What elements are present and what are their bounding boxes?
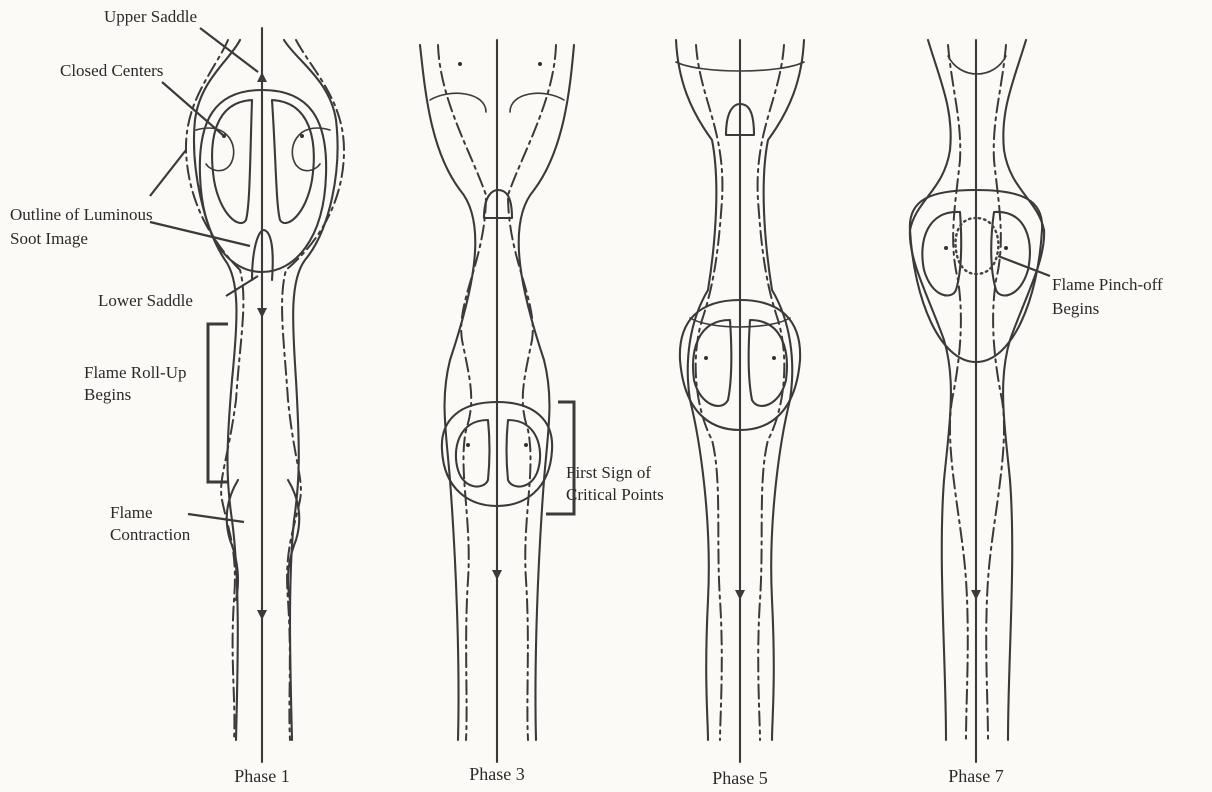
outline-leader-top [150, 150, 186, 196]
label-closed-centers: Closed Centers [60, 61, 163, 80]
phase-3-arrow [492, 570, 502, 580]
phase-1-arrow-mid [257, 610, 267, 620]
caption-phase-7: Phase 7 [948, 766, 1004, 786]
phase-5-left-center [704, 356, 708, 360]
phase-5-panel [676, 40, 804, 762]
upper-saddle-leader [200, 28, 258, 72]
phase-1-right-center [300, 134, 304, 138]
phase-5-left-streamline [676, 40, 716, 740]
phase-7-right-center [1004, 246, 1008, 250]
phase-3-upper-left-center [458, 62, 462, 66]
phase-3-lower-right-center [524, 443, 528, 447]
phase-5-right-streamline [764, 40, 804, 740]
phase-7-arrow [971, 590, 981, 600]
pinch-off-leader [998, 256, 1050, 276]
phase-5-left-vortex [693, 320, 731, 406]
label-critical-line2: Critical Points [566, 485, 664, 504]
contraction-leader [188, 514, 244, 522]
phase-1-arrow-down [257, 308, 267, 318]
phase-7-left-streamline [910, 40, 951, 740]
phase-3-upper-right-center [538, 62, 542, 66]
label-pinch-line1: Flame Pinch-off [1052, 275, 1163, 294]
phase-1-right-vortex [272, 100, 314, 223]
phase-3-lower-left-center [466, 443, 470, 447]
phase-1-arrow-up [257, 72, 267, 82]
phase-5-arrow [735, 590, 745, 600]
outline-leader-bottom [150, 222, 250, 246]
phase-3-lower-right-vortex [507, 420, 541, 487]
label-contraction-line2: Contraction [110, 525, 191, 544]
label-critical-line1: First Sign of [566, 463, 651, 482]
label-contraction-line1: Flame [110, 503, 153, 522]
phase-7-left-vortex [922, 212, 961, 296]
phase-1-panel [186, 28, 344, 762]
label-outline-line1: Outline of Luminous [10, 205, 153, 224]
phase-5-right-center [772, 356, 776, 360]
phase-5-right-vortex [749, 320, 787, 406]
label-lower-saddle: Lower Saddle [98, 291, 193, 310]
label-rollup-line1: Flame Roll-Up [84, 363, 186, 382]
phase-3-upper-left-arc [430, 93, 486, 112]
caption-phase-1: Phase 1 [234, 766, 290, 786]
caption-phase-5: Phase 5 [712, 768, 768, 788]
label-pinch-line2: Begins [1052, 299, 1099, 318]
phase-3-upper-right-arc [510, 93, 564, 112]
phase-7-right-streamline [1003, 40, 1044, 740]
phase-7-panel [910, 40, 1044, 762]
caption-phase-3: Phase 3 [469, 764, 525, 784]
phase-3-lower-left-vortex [456, 420, 490, 487]
phase-7-left-center [944, 246, 948, 250]
label-upper-saddle: Upper Saddle [104, 7, 197, 26]
phase-3-panel [420, 40, 574, 762]
phase-1-right-streamline [284, 40, 338, 740]
label-outline-line2: Soot Image [10, 229, 88, 248]
label-rollup-line2: Begins [84, 385, 131, 404]
